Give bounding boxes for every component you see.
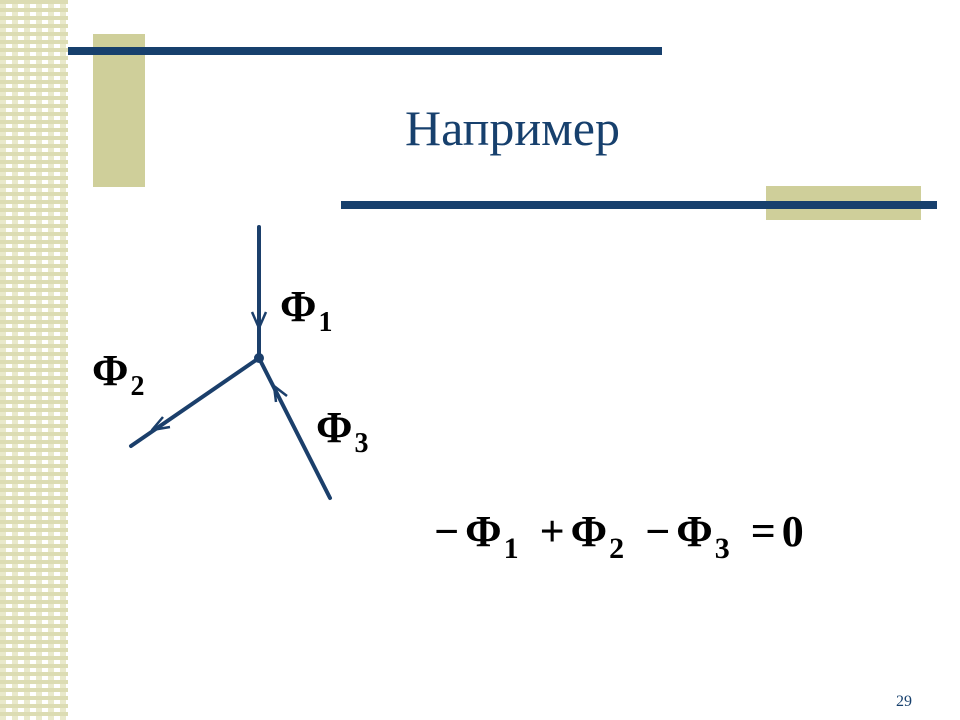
branch-2-line xyxy=(129,356,261,448)
node-dot xyxy=(254,353,264,363)
phi-3-symbol: Φ xyxy=(316,403,353,452)
phi-2-symbol: Φ xyxy=(92,346,129,395)
arrow-down-left-icon xyxy=(150,416,171,432)
left-decorative-strip xyxy=(0,0,68,720)
arrow-up-left-icon xyxy=(272,384,288,403)
phi-2-index: 2 xyxy=(130,371,145,402)
arrow-down-icon xyxy=(250,311,268,330)
eq-sign-2: + xyxy=(539,507,565,556)
eq-symbol-3: Φ xyxy=(676,507,713,556)
eq-sign-3: − xyxy=(645,507,671,556)
eq-symbol-2: Φ xyxy=(570,507,608,556)
label-phi-3: Φ3 xyxy=(316,403,368,459)
label-phi-2: Φ2 xyxy=(92,346,144,402)
eq-rhs: 0 xyxy=(781,507,804,556)
phi-3-index: 3 xyxy=(354,428,369,459)
eq-index-1: 1 xyxy=(503,532,519,565)
label-phi-1: Φ1 xyxy=(280,282,332,338)
eq-index-2: 2 xyxy=(609,532,625,565)
phi-1-symbol: Φ xyxy=(280,282,317,331)
eq-equals: = xyxy=(750,507,776,556)
bottom-navy-rule xyxy=(341,201,937,209)
slide-title: Например xyxy=(405,100,620,156)
phi-1-index: 1 xyxy=(318,307,333,338)
branch-3-line xyxy=(257,356,332,500)
eq-index-3: 3 xyxy=(714,532,730,565)
top-navy-rule xyxy=(68,47,662,55)
flux-balance-equation: −Φ1 +Φ2 −Φ3 =0 xyxy=(428,504,804,565)
eq-sign-1: − xyxy=(434,507,460,556)
vertical-khaki-bar xyxy=(93,34,145,187)
page-number: 29 xyxy=(896,693,912,710)
eq-symbol-1: Φ xyxy=(465,507,502,556)
